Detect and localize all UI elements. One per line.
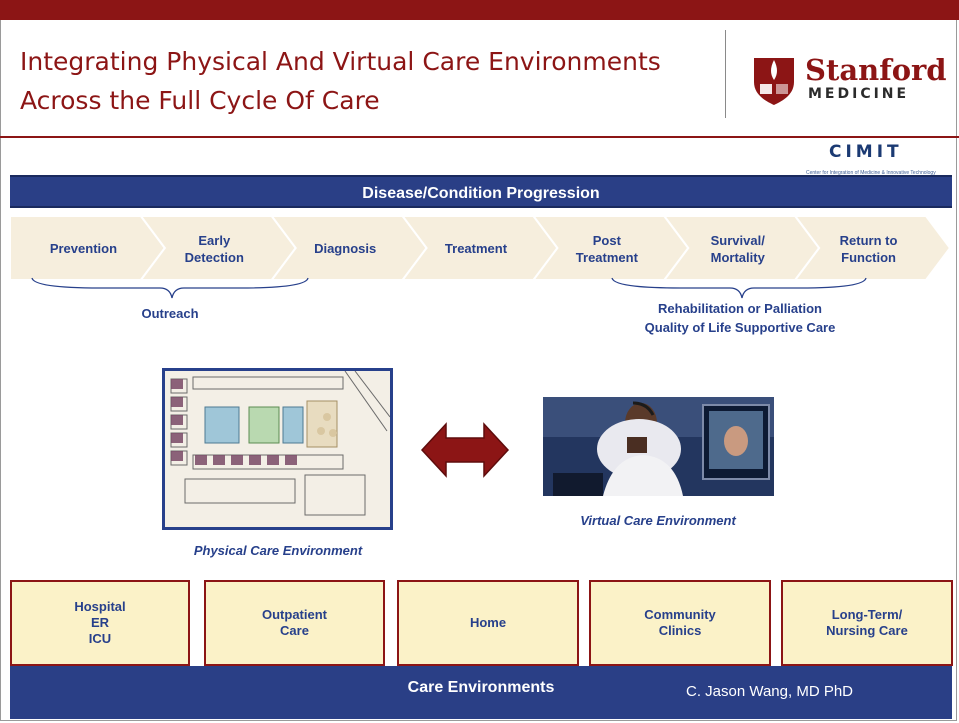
- stage-label: Treatment: [445, 241, 508, 256]
- logo-subtitle: MEDICINE: [808, 86, 910, 102]
- rehab-label: Rehabilitation or Palliation: [658, 301, 822, 316]
- floor-plan-icon: [165, 370, 391, 527]
- slide-title: Integrating Physical And Virtual Care En…: [20, 47, 661, 115]
- virtual-caption: Virtual Care Environment: [580, 513, 736, 528]
- env-community-clinics: Community Clinics: [589, 580, 771, 666]
- logo-wordmark: Stanford: [805, 53, 947, 87]
- floor-plan-image: [162, 368, 393, 530]
- stage-label: Survival/Mortality: [711, 233, 766, 265]
- top-accent-bar: [0, 0, 959, 20]
- cimit-logo: CIMIT: [829, 142, 903, 162]
- quality-label: Quality of Life Supportive Care: [644, 320, 836, 335]
- progression-header: Disease/Condition Progression: [10, 175, 952, 208]
- double-arrow-icon: [420, 422, 510, 478]
- brackets: [31, 277, 867, 299]
- stanford-shield-icon: [754, 58, 794, 105]
- stage-chevron: [793, 215, 952, 281]
- header-rule: [0, 136, 959, 138]
- env-home: Home: [397, 580, 579, 666]
- stage-label: Prevention: [50, 241, 117, 256]
- title-divider: [725, 30, 726, 118]
- stage-label: Diagnosis: [314, 241, 376, 256]
- care-environments-footer: Care Environments: [10, 666, 952, 719]
- cimit-tagline: Center for Integration of Medicine & Inn…: [806, 170, 936, 176]
- telehealth-photo-icon: [543, 397, 774, 496]
- physical-caption: Physical Care Environment: [193, 543, 363, 558]
- env-outpatient: Outpatient Care: [204, 580, 385, 666]
- stanford-medicine-logo: Stanford MEDICINE: [750, 54, 950, 108]
- outreach-bracket: [31, 277, 309, 299]
- telehealth-photo: [543, 397, 774, 496]
- outreach-label: Outreach: [141, 306, 199, 321]
- author-credit: C. Jason Wang, MD PhD: [686, 683, 853, 700]
- rehab-bracket: [611, 277, 867, 299]
- env-long-term-care: Long-Term/ Nursing Care: [781, 580, 953, 666]
- env-hospital: Hospital ER ICU: [10, 580, 190, 666]
- footer-label: Care Environments: [407, 679, 555, 696]
